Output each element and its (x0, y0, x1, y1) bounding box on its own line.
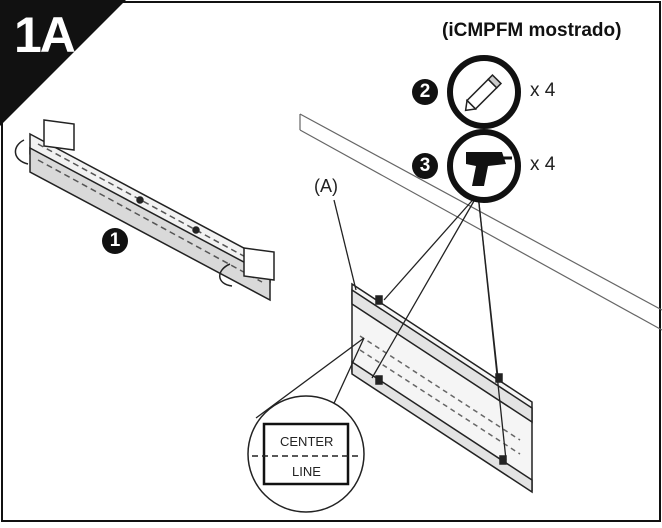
drill-icon (447, 129, 521, 203)
leader-lines (255, 193, 507, 461)
pencil-quantity: x 4 (530, 80, 556, 101)
mounting-plate (351, 282, 533, 494)
wall-mount-bracket (14, 119, 275, 302)
part-number-badge-3: 3 (412, 153, 438, 179)
drill-quantity: x 4 (530, 154, 556, 175)
pencil-icon (447, 55, 521, 129)
wall-outline (299, 113, 662, 331)
part-number-badge-1: 1 (102, 228, 128, 254)
part-number-badge-2: 2 (412, 79, 438, 105)
detail-top-text: CENTER (280, 434, 334, 449)
model-caption: (iCMPFM mostrado) (442, 20, 622, 41)
step-number: 1A (14, 7, 76, 63)
center-line-detail (247, 395, 365, 513)
callout-a: (A) (314, 176, 338, 196)
detail-bottom-text: LINE (292, 464, 321, 479)
step-corner (0, 0, 126, 126)
